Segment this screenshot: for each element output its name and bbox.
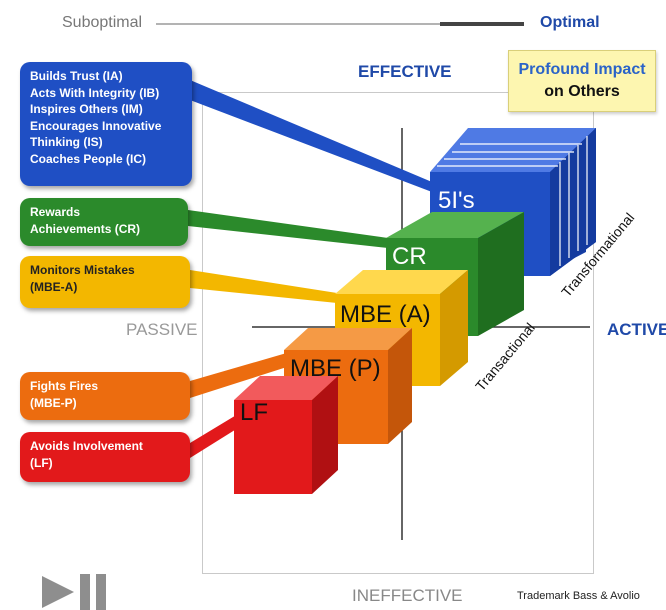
block-cr-label: CR: [392, 243, 427, 270]
axis-passive-label: PASSIVE: [126, 320, 198, 339]
callout-mbep: Fights Fires (MBE-P): [20, 372, 190, 420]
callout-mbea-line: Monitors Mistakes: [30, 263, 135, 277]
callout-5is-line: Coaches People (IC): [30, 151, 147, 166]
play-pause-icon[interactable]: [40, 572, 116, 610]
axis-active-label: ACTIVE: [607, 320, 666, 339]
effectiveness-scale: Suboptimal Optimal: [0, 0, 666, 50]
callout-5is-line: Encourages Innovative: [30, 118, 162, 133]
impact-line-1: Profound Impact: [518, 61, 646, 78]
callout-mbep-line: (MBE-P): [30, 395, 77, 410]
callout-5is-line: Inspires Others (IM): [30, 102, 143, 116]
callout-mbep-line: Fights Fires: [30, 379, 99, 393]
connector-mbea: [190, 270, 337, 303]
callout-lf: Avoids Involvement (LF): [20, 432, 190, 482]
axis-effective-label: EFFECTIVE: [358, 62, 452, 81]
scale-suboptimal-label: Suboptimal: [62, 14, 143, 31]
scale-line: [156, 22, 524, 26]
callout-cr-line: Achievements (CR): [30, 221, 141, 236]
callout-5is-line: Acts With Integrity (IB): [30, 85, 160, 100]
callout-5is-line: Builds Trust (IA): [30, 69, 123, 83]
block-5is-label: 5I's: [438, 187, 475, 214]
connector-lf: [190, 414, 238, 458]
connector-cr: [188, 210, 388, 248]
block-mbea-label: MBE (A): [340, 301, 431, 328]
connector-5is: [190, 80, 432, 192]
callout-cr-line: Rewards: [30, 205, 81, 219]
block-lf: LF: [234, 376, 338, 494]
axis-ineffective-label: INEFFECTIVE: [352, 586, 463, 605]
callout-mbea: Monitors Mistakes (MBE-A): [20, 256, 190, 308]
callout-lf-line: (LF): [30, 455, 53, 470]
impact-line-2: on Others: [544, 83, 620, 100]
trademark-text: Trademark Bass & Avolio: [517, 590, 640, 602]
callout-lf-line: Avoids Involvement: [30, 439, 143, 453]
callout-5is-line: Thinking (IS): [30, 135, 103, 149]
block-lf-label: LF: [240, 399, 268, 426]
callout-mbea-line: (MBE-A): [30, 279, 78, 294]
callout-cr: Rewards Achievements (CR): [20, 198, 188, 246]
scale-optimal-label: Optimal: [540, 14, 600, 31]
profound-impact-box: Profound Impact on Others: [508, 50, 656, 112]
callout-5is: Builds Trust (IA) Acts With Integrity (I…: [20, 62, 192, 186]
connector-mbep: [190, 352, 290, 398]
